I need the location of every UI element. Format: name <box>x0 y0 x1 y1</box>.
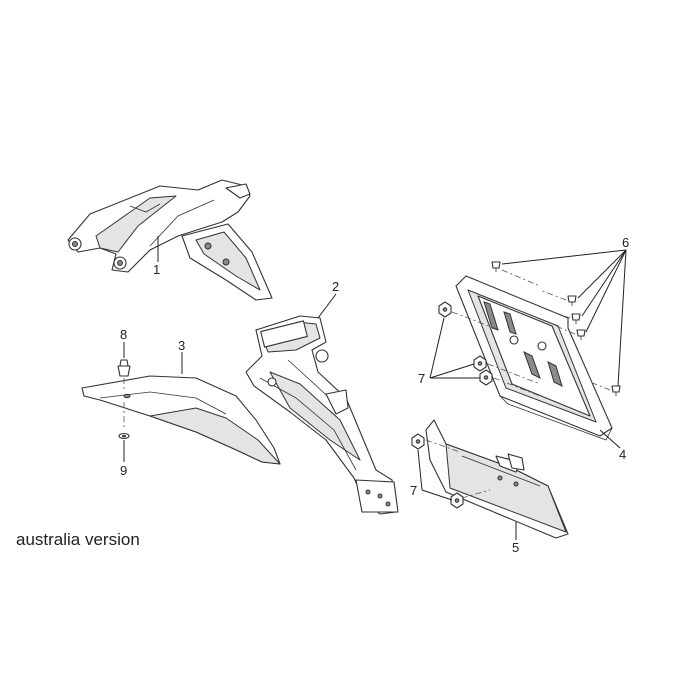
screw-icon <box>567 295 577 306</box>
part-8-clip[interactable] <box>117 359 131 390</box>
part-6-screws[interactable] <box>491 261 621 396</box>
part-1-rear-fender-bracket[interactable] <box>67 179 273 301</box>
version-caption: australia version <box>16 530 140 549</box>
callout-8: 8 <box>120 327 127 342</box>
screw-icon <box>571 313 581 324</box>
assembly-axes <box>425 269 611 499</box>
callout-5: 5 <box>512 540 519 555</box>
callout-2: 2 <box>332 279 339 294</box>
screw-icon <box>491 261 501 272</box>
screw-icon <box>611 385 621 396</box>
part-3-mud-guard[interactable] <box>81 375 281 465</box>
part-4-license-plate-frame[interactable] <box>455 275 613 441</box>
callout-7a: 7 <box>418 371 425 386</box>
part-7-nuts[interactable] <box>411 301 493 509</box>
leader-lines <box>123 236 627 540</box>
callout-6: 6 <box>622 235 629 250</box>
part-2-license-plate-holder[interactable] <box>245 315 399 515</box>
callout-9: 9 <box>120 463 127 478</box>
callout-4: 4 <box>619 447 626 462</box>
callout-numbers: 1 2 3 4 5 6 7 7 8 9 <box>120 235 629 555</box>
callout-1: 1 <box>153 262 160 277</box>
part-5-reflector-plate[interactable] <box>425 419 569 539</box>
screw-icon <box>576 329 586 340</box>
part-9-washer[interactable] <box>118 402 130 440</box>
callout-3: 3 <box>178 338 185 353</box>
callout-7b: 7 <box>410 483 417 498</box>
